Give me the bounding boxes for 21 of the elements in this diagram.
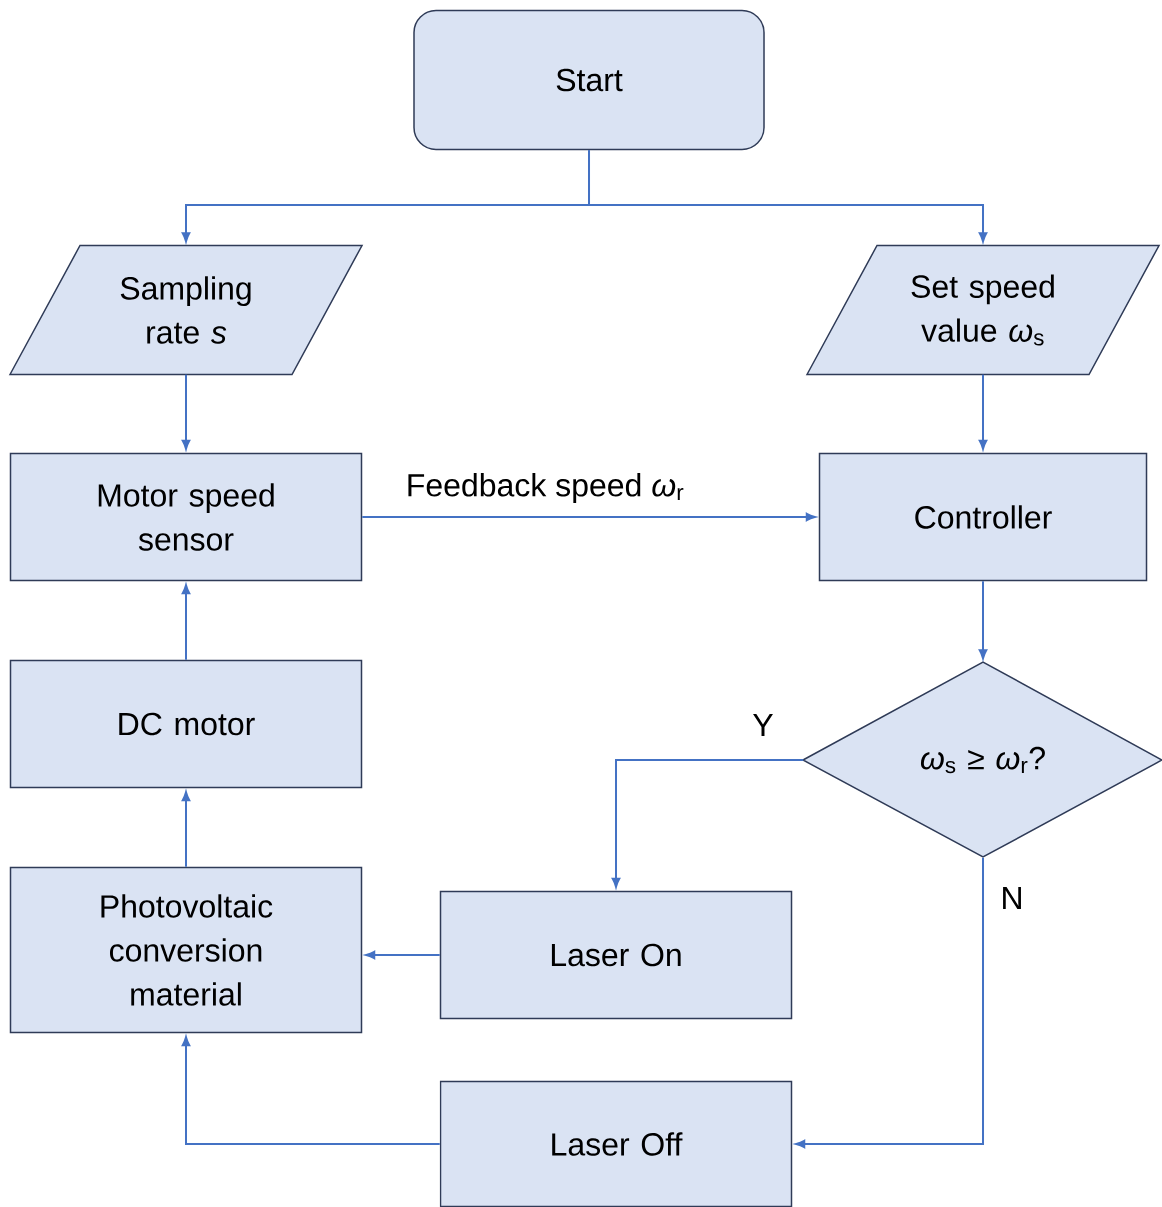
arrow bbox=[588, 149, 988, 243]
arrow bbox=[181, 1036, 441, 1145]
start-box: Start bbox=[413, 9, 765, 151]
process-box: Laser Off bbox=[439, 1080, 793, 1207]
arrow bbox=[611, 759, 805, 888]
arrow bbox=[361, 512, 816, 522]
process-box: Photovoltaic conversion material bbox=[9, 866, 363, 1034]
edge-label: N bbox=[998, 885, 1026, 911]
process-box: Motor speed sensor bbox=[9, 452, 363, 582]
arrow bbox=[978, 580, 988, 660]
arrow bbox=[181, 791, 191, 868]
edge-label: Y bbox=[750, 712, 776, 738]
process-box: DC motor bbox=[9, 659, 363, 789]
process-box: Laser On bbox=[439, 890, 793, 1020]
arrow bbox=[365, 950, 441, 960]
arrow bbox=[978, 373, 988, 450]
arrow bbox=[181, 584, 191, 661]
edge-label: Feedback speed ω$_{r}$ bbox=[403, 471, 687, 505]
arrow bbox=[181, 373, 191, 450]
process-box: Controller bbox=[818, 452, 1148, 582]
arrow bbox=[795, 856, 984, 1149]
